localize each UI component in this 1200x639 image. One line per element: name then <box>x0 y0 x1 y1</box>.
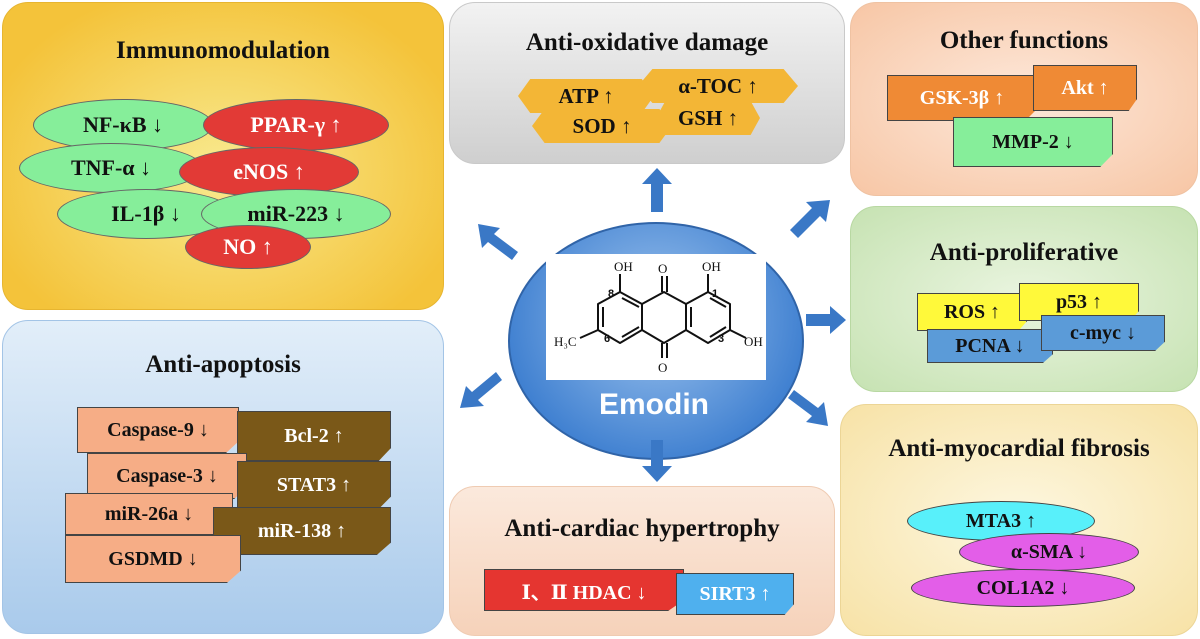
anti-myocardial-fibrosis-title: Anti-myocardial fibrosis <box>888 435 1150 462</box>
pos1-label: 1 <box>712 288 718 300</box>
panel-immunomodulation: Immunomodulation NF-κB ↓ PPAR-γ ↑ TNF-α … <box>2 2 444 310</box>
anti-oxidative-title: Anti-oxidative damage <box>525 29 769 56</box>
pcna-item: PCNA ↓ <box>927 329 1053 363</box>
caspase9-item: Caspase-9 ↓ <box>77 407 239 453</box>
anti-apoptosis-title: Anti-apoptosis <box>145 351 301 378</box>
asma-item: α-SMA ↓ <box>959 533 1139 571</box>
ppar-item: PPAR-γ ↑ <box>203 99 389 151</box>
gsk3b-item: GSK-3β ↑ <box>887 75 1037 121</box>
emodin-label: Emodin <box>599 388 709 421</box>
methyl-label: H₃C <box>554 334 577 349</box>
anti-proliferative-title: Anti-proliferative <box>929 239 1119 266</box>
arrow-downright-icon <box>788 390 828 426</box>
akt-item: Akt ↑ <box>1033 65 1137 111</box>
pos8-label: 8 <box>608 288 614 300</box>
no-item: NO ↑ <box>185 225 311 269</box>
col1a2-item: COL1A2 ↓ <box>911 569 1135 607</box>
ros-item: ROS ↑ <box>917 293 1027 331</box>
anti-cardiac-hypertrophy-title: Anti-cardiac hypertrophy <box>504 515 780 542</box>
mir138-item: miR-138 ↑ <box>213 507 391 555</box>
cmyc-item: c-myc ↓ <box>1041 315 1165 351</box>
atoc-item: α-TOC ↑ <box>638 69 798 103</box>
tnfa-item: TNF-α ↓ <box>19 143 203 193</box>
mir26a-item: miR-26a ↓ <box>65 493 233 535</box>
p53-item: p53 ↑ <box>1019 283 1139 321</box>
oh-top-left-label: OH <box>614 259 633 274</box>
arrow-down-icon <box>642 440 672 482</box>
oh-top-right-label: OH <box>702 259 721 274</box>
hdac-item: Ⅰ、Ⅱ HDAC ↓ <box>484 569 684 611</box>
mta3-item: MTA3 ↑ <box>907 501 1095 541</box>
immunomodulation-title: Immunomodulation <box>116 37 330 64</box>
arrow-upright-icon <box>790 200 830 238</box>
o-top-label: O <box>658 261 667 276</box>
atp-item: ATP ↑ <box>518 79 654 113</box>
panel-anti-myocardial-fibrosis: Anti-myocardial fibrosis MTA3 ↑ α-SMA ↓ … <box>840 404 1198 636</box>
o-bottom-label: O <box>658 360 667 375</box>
sirt3-item: SIRT3 ↑ <box>676 573 794 615</box>
panel-anti-apoptosis: Anti-apoptosis Caspase-9 ↓ Bcl-2 ↑ Caspa… <box>2 320 444 634</box>
gsdmd-item: GSDMD ↓ <box>65 535 241 583</box>
panel-anti-cardiac-hypertrophy: Anti-cardiac hypertrophy Ⅰ、Ⅱ HDAC ↓ SIRT… <box>449 486 835 636</box>
panel-other-functions: Other functions GSK-3β ↑ Akt ↑ MMP-2 ↓ <box>850 2 1198 196</box>
arrow-downleft-icon <box>460 372 502 408</box>
mmp2-item: MMP-2 ↓ <box>953 117 1113 167</box>
emodin-molecule-drawing: OH O OH OH O H₃C 8 1 6 3 <box>546 254 766 380</box>
caspase3-item: Caspase-3 ↓ <box>87 453 247 499</box>
panel-anti-oxidative: Anti-oxidative damage ATP ↑ α-TOC ↑ SOD … <box>449 2 845 164</box>
other-functions-title: Other functions <box>939 27 1109 54</box>
stat3-item: STAT3 ↑ <box>237 461 391 509</box>
pos3-label: 3 <box>718 333 724 345</box>
arrow-up-icon <box>642 168 672 212</box>
arrow-right-icon <box>806 306 846 334</box>
panel-anti-proliferative: Anti-proliferative ROS ↑ p53 ↑ PCNA ↓ c-… <box>850 206 1198 392</box>
bcl2-item: Bcl-2 ↑ <box>237 411 391 461</box>
sod-item: SOD ↑ <box>532 109 672 143</box>
gsh-item: GSH ↑ <box>656 101 760 135</box>
pos6-label: 6 <box>604 333 610 345</box>
oh-right-label: OH <box>744 334 763 349</box>
arrow-upleft-icon <box>478 224 518 260</box>
